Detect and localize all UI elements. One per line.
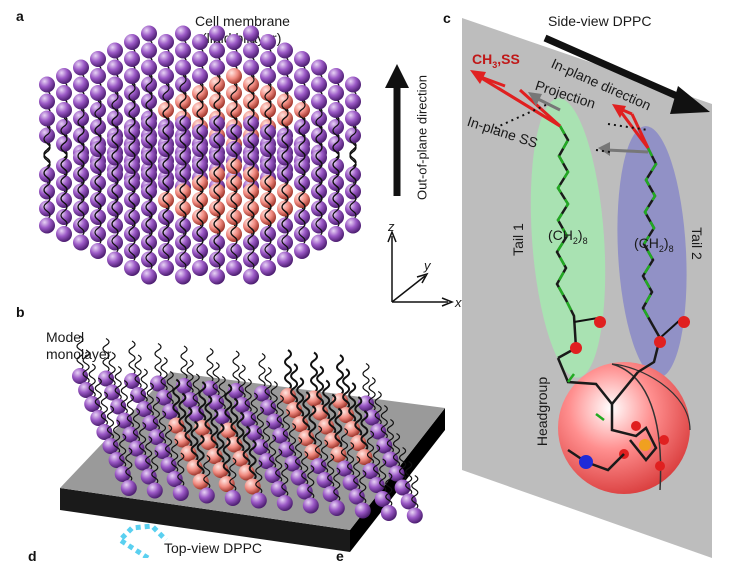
tail1-ch2-label: (CH2)8: [548, 227, 588, 246]
axis-x-label: x: [455, 295, 462, 310]
axis-y-label: y: [424, 258, 431, 273]
panel-d-title: Top-view DPPC: [164, 540, 263, 556]
tail1-ellipse: [530, 98, 606, 378]
panel-c-title: Side-view DPPC: [548, 13, 652, 29]
panel-b-title-line1: Model: [46, 329, 85, 345]
axis-z-label: z: [388, 219, 395, 234]
panel-c-letter: c: [443, 10, 451, 26]
panel-b-title-line2: monolayer: [46, 346, 112, 362]
xyz-axes: [387, 229, 455, 307]
panel-b-letter: b: [16, 304, 25, 320]
tail2-ellipse: [617, 126, 687, 378]
panel-d-letter: d: [28, 548, 37, 564]
ch3-ss-label: CH3,SS: [472, 51, 520, 70]
panel-e-letter: e: [336, 548, 344, 564]
panel-a-title-line1: Cell membrane: [195, 13, 290, 29]
panel-a-letter: a: [16, 8, 24, 24]
tail2-ch2-label: (CH2)8: [634, 235, 674, 254]
